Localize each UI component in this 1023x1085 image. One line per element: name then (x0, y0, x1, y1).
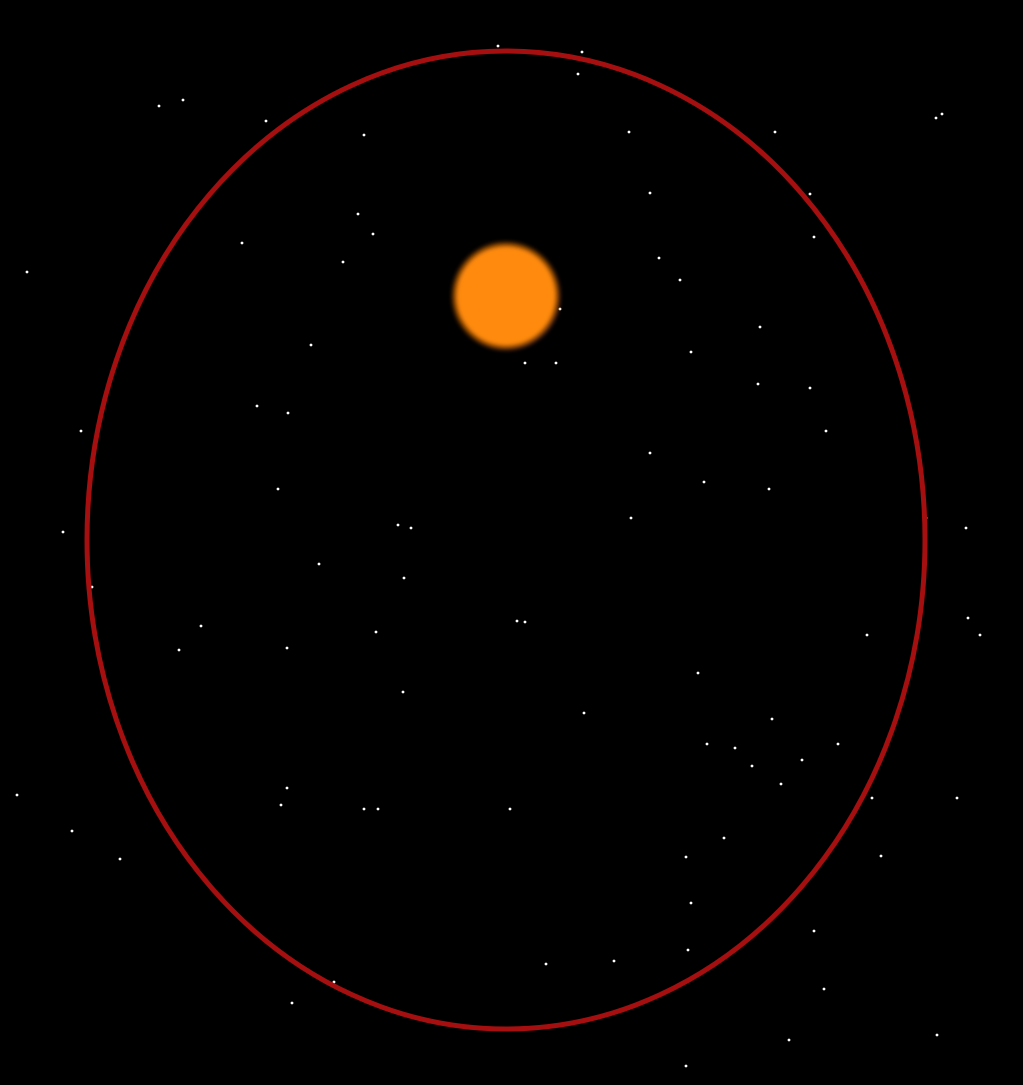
background-star (649, 452, 652, 455)
background-star (880, 855, 883, 858)
background-star (286, 787, 289, 790)
background-star (630, 517, 633, 520)
background-star (182, 99, 185, 102)
background-star (555, 362, 558, 365)
background-star (310, 344, 313, 347)
background-star (685, 856, 688, 859)
background-star (375, 631, 378, 634)
background-star (581, 51, 584, 54)
background-star (723, 837, 726, 840)
background-star (71, 830, 74, 833)
background-star (703, 481, 706, 484)
background-star (80, 430, 83, 433)
background-star (577, 73, 580, 76)
background-star (509, 808, 512, 811)
background-star (956, 797, 959, 800)
background-star (771, 718, 774, 721)
background-star (410, 527, 413, 530)
background-star (497, 45, 500, 48)
background-star (363, 808, 366, 811)
background-star (679, 279, 682, 282)
background-star (697, 672, 700, 675)
background-star (823, 988, 826, 991)
background-star (690, 351, 693, 354)
background-star (809, 387, 812, 390)
background-star (372, 233, 375, 236)
background-star (649, 192, 652, 195)
background-star (241, 242, 244, 245)
background-star (780, 783, 783, 786)
background-star (768, 488, 771, 491)
background-star (967, 617, 970, 620)
background-star (559, 308, 562, 311)
background-star (774, 131, 777, 134)
background-star (402, 691, 405, 694)
background-star (801, 759, 804, 762)
background-star (318, 563, 321, 566)
background-star (286, 647, 289, 650)
background-star (866, 634, 869, 637)
background-star (979, 634, 982, 637)
background-star (583, 712, 586, 715)
orange-star (456, 246, 556, 346)
background-star (524, 362, 527, 365)
background-star (613, 960, 616, 963)
background-star (256, 405, 259, 408)
background-star (751, 765, 754, 768)
background-star (685, 1065, 688, 1068)
background-star (342, 261, 345, 264)
background-star (200, 625, 203, 628)
background-star (357, 213, 360, 216)
background-star (759, 326, 762, 329)
background-star (287, 412, 290, 415)
background-star (965, 527, 968, 530)
background-star (16, 794, 19, 797)
background-star (403, 577, 406, 580)
background-star (628, 131, 631, 134)
background-star (935, 117, 938, 120)
background-star (119, 858, 122, 861)
background-star (658, 257, 661, 260)
background-star (516, 620, 519, 623)
background-star (265, 120, 268, 123)
background-star (825, 430, 828, 433)
background-star (158, 105, 161, 108)
background-star (377, 808, 380, 811)
background-star (706, 743, 709, 746)
background-star (837, 743, 840, 746)
background-star (277, 488, 280, 491)
background-star (813, 236, 816, 239)
background-star (936, 1034, 939, 1037)
background-star (788, 1039, 791, 1042)
background-star (363, 134, 366, 137)
background-star (757, 383, 760, 386)
background-star (941, 113, 944, 116)
background-star (809, 193, 812, 196)
background-star (690, 902, 693, 905)
background-star (545, 963, 548, 966)
background-star (178, 649, 181, 652)
background-star (687, 949, 690, 952)
background-star (813, 930, 816, 933)
background-star (524, 621, 527, 624)
background-star (280, 804, 283, 807)
background-star (26, 271, 29, 274)
background-star (291, 1002, 294, 1005)
background-star (871, 797, 874, 800)
background-star (734, 747, 737, 750)
background-star (397, 524, 400, 527)
background-star (62, 531, 65, 534)
